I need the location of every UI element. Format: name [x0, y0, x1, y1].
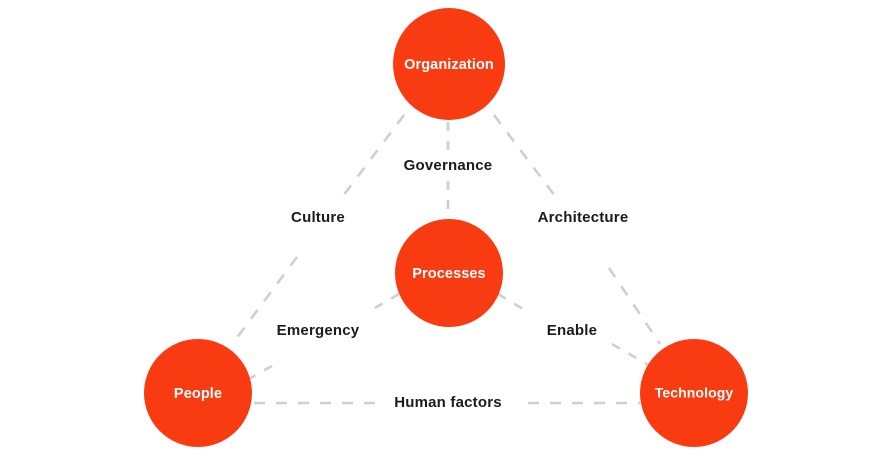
- edge-label-emergency: Emergency: [277, 322, 360, 339]
- node-people[interactable]: People: [144, 339, 252, 447]
- edge-enable-segment-inner: [497, 292, 529, 314]
- edge-enable-segment-outer: [611, 342, 653, 369]
- node-technology-label: Technology: [655, 385, 734, 401]
- edge-architecture-segment-top: [492, 114, 560, 201]
- edge-label-architecture: Architecture: [538, 209, 629, 226]
- edge-label-governance: Governance: [404, 157, 493, 174]
- edge-culture-segment-bottom: [231, 256, 299, 344]
- node-organization-circle[interactable]: [393, 8, 505, 120]
- node-technology[interactable]: Technology: [640, 339, 748, 447]
- edge-emergency: [239, 292, 400, 386]
- edge-architecture: [492, 114, 662, 345]
- node-organization-label: Organization: [404, 57, 494, 73]
- edge-label-human-factors: Human factors: [394, 394, 502, 411]
- edge-culture: [231, 114, 406, 344]
- node-organization[interactable]: Organization: [393, 8, 505, 120]
- edge-label-group: Governance Culture Architecture Emergenc…: [277, 157, 629, 411]
- edge-enable: [497, 292, 653, 369]
- node-group: Organization Processes People Technology: [144, 8, 748, 447]
- edge-group: [231, 114, 662, 405]
- edge-label-culture: Culture: [291, 209, 345, 226]
- edge-architecture-segment-bottom: [607, 267, 662, 345]
- edge-emergency-segment-outer: [239, 364, 273, 386]
- node-people-label: People: [174, 386, 222, 402]
- edge-label-enable: Enable: [547, 322, 597, 339]
- edge-culture-segment-top: [338, 114, 406, 201]
- node-processes[interactable]: Processes: [395, 219, 503, 327]
- edge-emergency-segment-inner: [367, 292, 400, 314]
- node-processes-label: Processes: [412, 266, 485, 282]
- node-processes-circle[interactable]: [395, 219, 503, 327]
- node-technology-circle[interactable]: [640, 339, 748, 447]
- node-people-circle[interactable]: [144, 339, 252, 447]
